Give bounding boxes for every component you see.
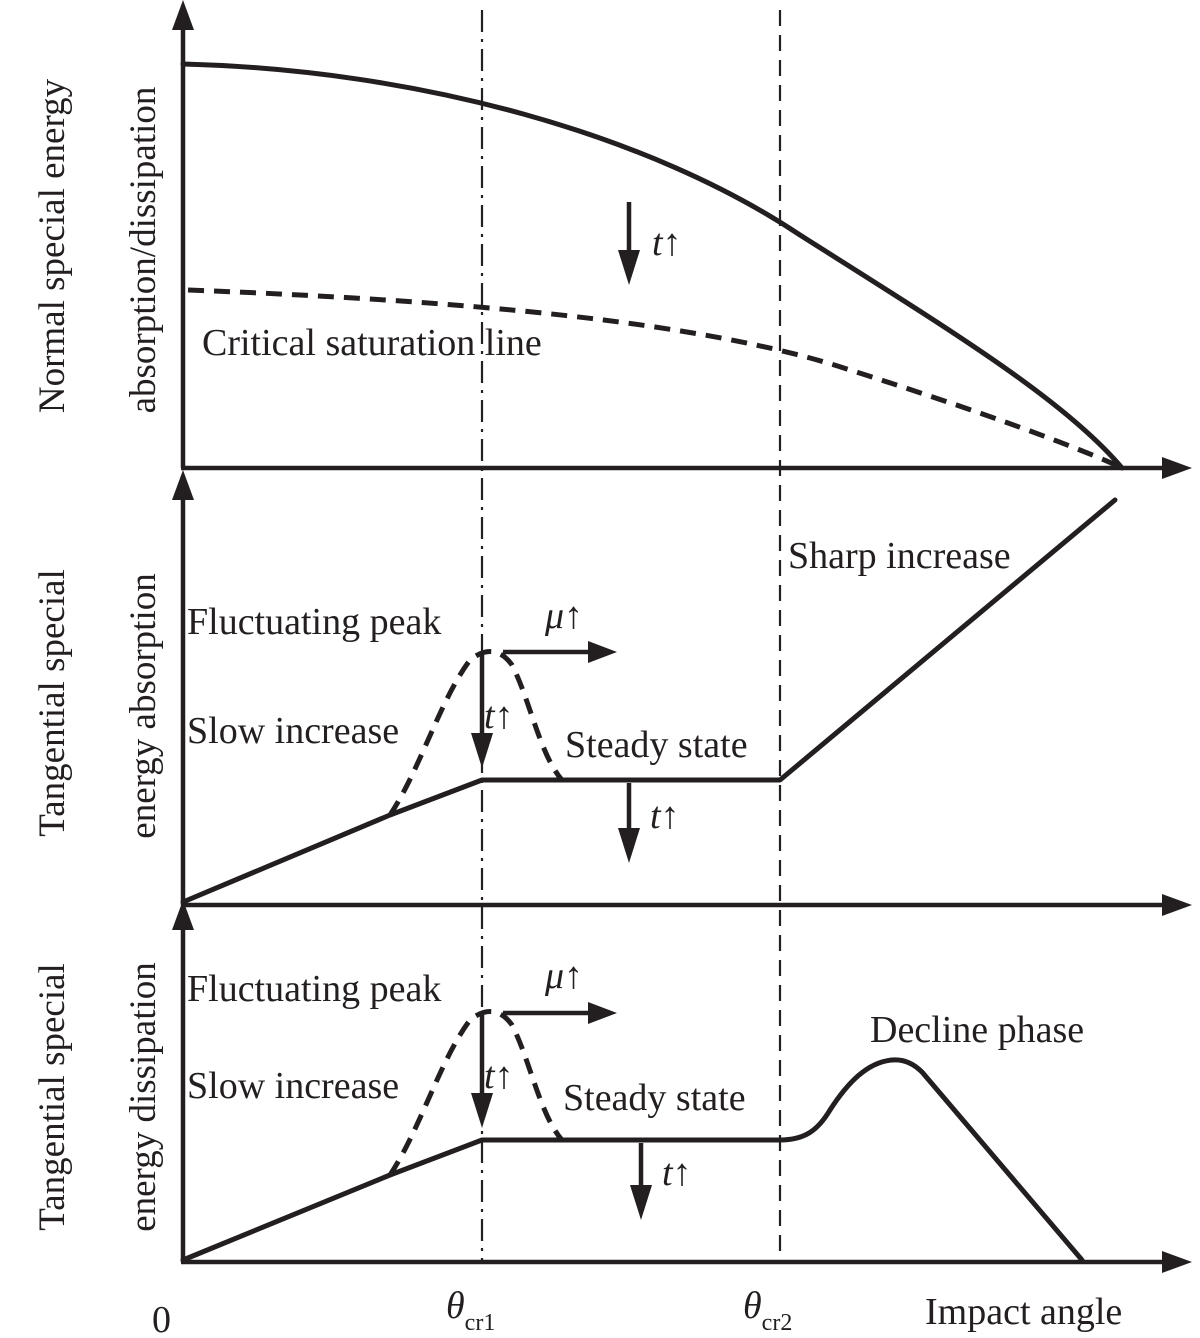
impact-angle-label: Impact angle xyxy=(925,1291,1122,1333)
theta-cr2-label: θcr2 xyxy=(743,1285,792,1336)
bottom-t-steady-arrow-head xyxy=(630,1185,652,1220)
critical-saturation-label: Critical saturation line xyxy=(202,322,542,364)
middle-y-axis-arrow xyxy=(172,470,194,500)
middle-x-axis-arrow xyxy=(1162,894,1192,916)
middle-t-steady-arrow-head xyxy=(618,828,640,863)
theta-cr1-label: θcr1 xyxy=(446,1285,495,1336)
bottom-y-axis-arrow xyxy=(172,900,194,930)
bottom-t-steady-label: t↑ xyxy=(662,1152,692,1194)
middle-fluctuating-peak-curve xyxy=(387,649,564,817)
critical-saturation-curve xyxy=(187,287,1120,469)
middle-t-steady-label: t↑ xyxy=(650,795,680,837)
middle-fluctuating-peak-label: Fluctuating peak xyxy=(187,601,441,643)
bottom-x-axis-arrow xyxy=(1162,1251,1192,1273)
bottom-fluctuating-peak-curve xyxy=(387,1009,564,1177)
top-x-axis-arrow xyxy=(1162,457,1192,479)
bottom-dissipation-curve xyxy=(180,1057,1085,1263)
bottom-fluctuating-peak-label: Fluctuating peak xyxy=(187,968,441,1010)
bottom-decline-phase-label: Decline phase xyxy=(870,1009,1084,1051)
middle-t-peak-arrow-head xyxy=(471,733,493,768)
bottom-steady-state-label: Steady state xyxy=(563,1077,746,1119)
middle-absorption-curve xyxy=(180,497,1118,905)
bottom-slow-increase-label: Slow increase xyxy=(187,1065,399,1107)
top-ylabel-line1: Normal special energy xyxy=(32,78,73,413)
middle-sharp-increase-label: Sharp increase xyxy=(788,535,1011,577)
middle-mu-label: μ↑ xyxy=(544,595,583,637)
middle-steady-state-label: Steady state xyxy=(565,724,748,766)
top-t-arrow-head xyxy=(618,250,640,285)
bottom-ylabel-line1: Tangential special xyxy=(32,963,73,1231)
bottom-ylabel-line2: energy dissipation xyxy=(123,962,164,1232)
bottom-t-peak-label: t↑ xyxy=(484,1055,514,1097)
middle-ylabel-line2: energy absorption xyxy=(123,573,164,838)
top-t-label: t↑ xyxy=(652,222,682,264)
top-y-axis-arrow xyxy=(172,0,194,30)
top-ylabel-line2: absorption/dissipation xyxy=(123,87,164,414)
bottom-mu-arrow-head xyxy=(588,1002,617,1024)
middle-t-peak-label: t↑ xyxy=(484,695,514,737)
bottom-mu-label: μ↑ xyxy=(544,955,583,997)
bottom-t-peak-arrow-head xyxy=(471,1093,493,1128)
origin-label: 0 xyxy=(152,1299,171,1338)
middle-mu-arrow-head xyxy=(588,641,617,663)
middle-slow-increase-label: Slow increase xyxy=(187,710,399,752)
normal-energy-curve xyxy=(180,61,1125,471)
middle-ylabel-line1: Tangential special xyxy=(32,569,73,837)
